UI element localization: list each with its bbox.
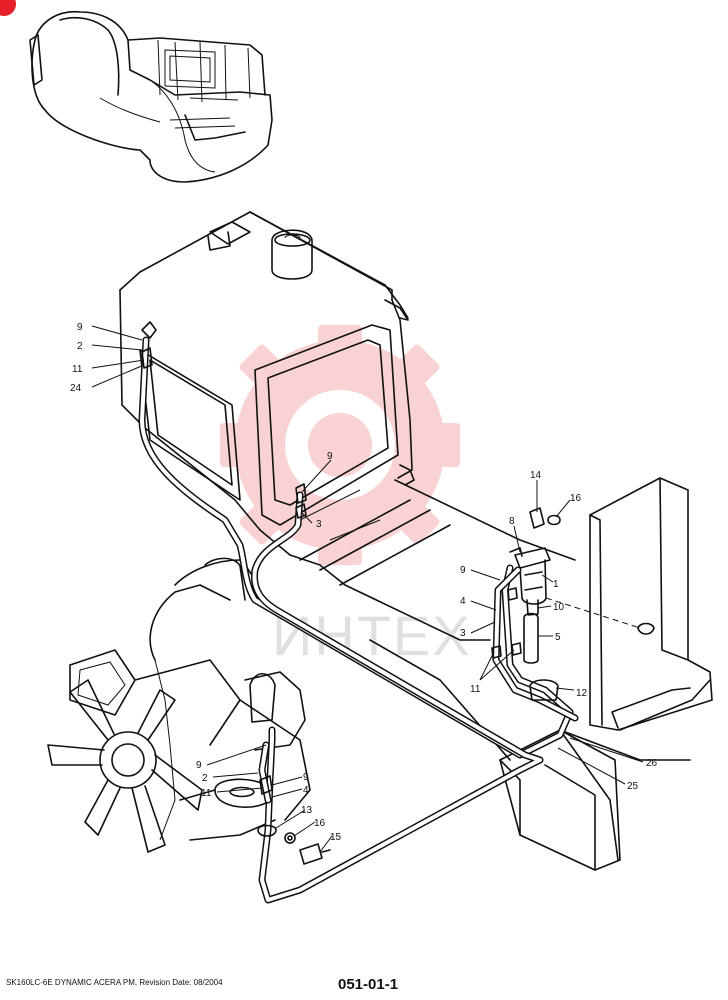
callout-5: 5 [555,632,561,643]
callout-9: 9 [303,772,309,783]
callout-25: 25 [627,781,639,792]
callout-11: 11 [201,788,212,799]
watermark-logo [220,325,460,565]
fuel-hoses [138,321,579,904]
callout-9: 9 [77,322,83,333]
callout-11: 11 [470,684,481,695]
callout-9: 9 [327,451,333,462]
side-panel [545,477,713,731]
leader-lines [91,325,644,853]
fan [47,679,203,853]
callout-14: 14 [530,470,542,481]
hardware [284,832,331,865]
footer-model-text: SK160LC-6E DYNAMIC ACERA PM, Revision Da… [6,978,223,987]
callout-12: 12 [576,688,588,699]
footer-page-number: 051-01-1 [338,976,399,993]
machine-overview-inset [29,11,273,183]
callout-24: 24 [70,383,82,394]
fuel-filter [509,507,561,664]
callout-9: 9 [460,565,466,576]
callout-2: 2 [77,341,83,352]
callout-3: 3 [460,628,466,639]
callout-1: 1 [553,579,559,590]
engine [69,557,311,841]
callout-4: 4 [460,596,466,607]
callout-10: 10 [553,602,565,613]
watermark-text: ИНТЕХ [272,604,472,667]
callout-13: 13 [301,805,313,816]
callout-4: 4 [303,785,309,796]
callout-8: 8 [509,516,515,527]
callout-3: 3 [316,519,322,530]
callout-9: 9 [196,760,202,771]
callout-16: 16 [314,818,326,829]
corner-badge [0,0,16,16]
callout-16: 16 [570,493,582,504]
callout-11: 11 [72,364,83,375]
callout-15: 15 [330,832,342,843]
callout-2: 2 [202,773,208,784]
callout-labels: 9 2 11 24 9 3 14 16 8 9 4 3 11 1 10 5 12… [70,322,658,843]
callout-26: 26 [646,758,658,769]
